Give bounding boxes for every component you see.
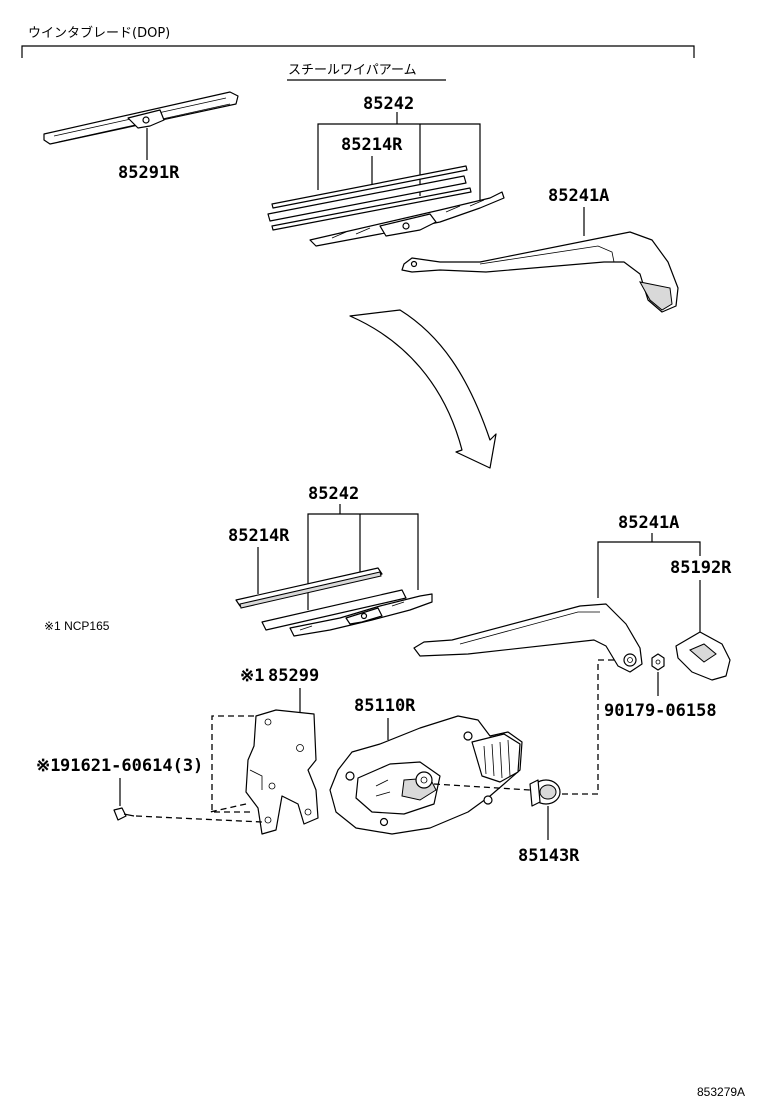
bracket-drawing (245, 709, 319, 835)
label-blade-rubber: 85214R (228, 526, 290, 546)
label-top-blade-assy: 85242 (363, 94, 414, 114)
bolt-drawing (113, 807, 135, 821)
winter-blade-drawing (43, 91, 239, 145)
grommet-drawing (529, 779, 561, 807)
label-bolt-mark: ※1 (36, 756, 60, 776)
nut-drawing (651, 653, 665, 671)
leader-arm (597, 533, 701, 598)
label-top-blade-rubber: 85214R (341, 135, 403, 155)
label-arm-cap: 85192R (670, 558, 732, 578)
label-top-winter-blade: 85291R (118, 163, 180, 183)
blade-rubber-drawing (235, 567, 407, 631)
label-grommet: 85143R (518, 846, 580, 866)
diagram-id: 853279A (697, 1085, 745, 1099)
transition-arrow (349, 309, 497, 469)
leader-blade-assy (307, 504, 419, 610)
leader-top-blade-assy (317, 112, 481, 200)
ncp-note: ※1 NCP165 (44, 619, 110, 633)
arm-drawing (413, 603, 643, 673)
label-nut: 90179-06158 (604, 701, 717, 721)
bolt-dashed-line (135, 815, 263, 823)
label-bracket-mark: ※1 (240, 666, 264, 686)
bracket-dashed-lines (209, 715, 254, 813)
top-arm-drawing (401, 231, 679, 313)
shaft-dashed-lines (433, 659, 618, 795)
label-blade-assy: 85242 (308, 484, 359, 504)
dop-title: ウインタブレード(DOP) (28, 25, 170, 41)
motor-drawing (329, 715, 523, 835)
label-motor: 85110R (354, 696, 416, 716)
steel-arm-title: スチールワイパアーム (288, 63, 417, 78)
top-blade-rubbers-drawing (267, 165, 472, 231)
dop-bracket-line (21, 45, 695, 58)
label-bolt: 91621-60614(3) (60, 756, 203, 776)
label-arm: 85241A (618, 513, 679, 533)
arm-cap-drawing (675, 631, 731, 681)
blade-frame-drawing (289, 593, 433, 637)
label-top-arm: 85241A (548, 186, 609, 206)
top-blade-frame-drawing (309, 191, 505, 247)
label-bracket: 85299 (268, 666, 319, 686)
